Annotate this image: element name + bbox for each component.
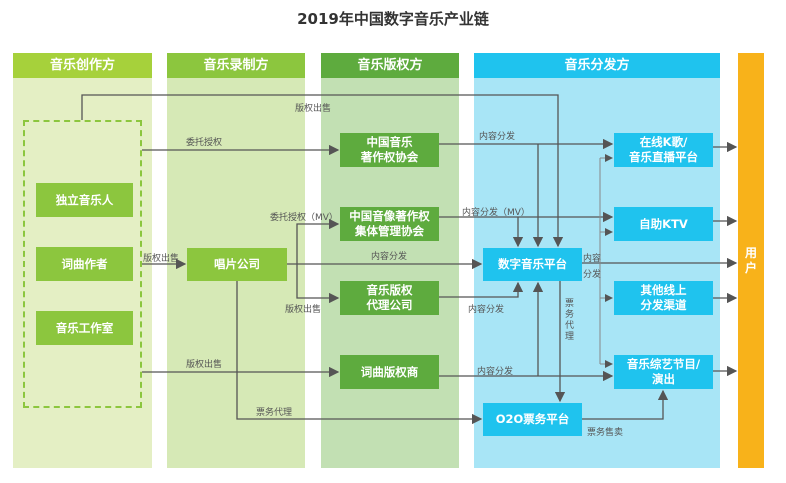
node-other-online-channels: 其他线上 分发渠道 bbox=[614, 281, 713, 315]
node-variety-shows: 音乐综艺节目/ 演出 bbox=[614, 355, 713, 389]
edge-label: 版权出售 bbox=[186, 360, 223, 370]
diagram-title: 2019年中国数字音乐产业链 bbox=[297, 10, 489, 28]
column-header-distribution: 音乐分发方 bbox=[474, 53, 720, 78]
edge-label: 委托授权 bbox=[186, 138, 223, 148]
edge-label: 内容分发 bbox=[371, 252, 408, 262]
edge-label: 内容分发 bbox=[468, 305, 505, 315]
node-o2o-ticketing: O2O票务平台 bbox=[483, 403, 582, 436]
edge-label: 版权出售 bbox=[285, 305, 322, 315]
node-independent-musician: 独立音乐人 bbox=[36, 183, 133, 217]
column-header-rights: 音乐版权方 bbox=[321, 53, 459, 78]
node-online-karaoke: 在线K歌/ 音乐直播平台 bbox=[614, 133, 713, 167]
edge-label: 内容 bbox=[583, 254, 602, 264]
edge-label: 版权出售 bbox=[143, 254, 180, 264]
node-publisher: 词曲版权商 bbox=[340, 355, 439, 389]
edge-label: 票务代理 bbox=[256, 408, 293, 418]
node-rights-agency: 音乐版权 代理公司 bbox=[340, 281, 439, 315]
edge-label: 内容分发 bbox=[477, 367, 514, 377]
column-rights bbox=[321, 53, 459, 468]
edge-label: 内容分发（MV） bbox=[462, 208, 530, 218]
node-mcsc: 中国音乐 著作权协会 bbox=[340, 133, 439, 167]
creators-group bbox=[23, 120, 142, 408]
node-digital-music-platform: 数字音乐平台 bbox=[483, 248, 582, 281]
node-self-service-ktv: 自助KTV bbox=[614, 207, 713, 241]
edge-label: 分发 bbox=[583, 270, 602, 280]
edge-label: 内容分发 bbox=[479, 132, 516, 142]
edge-label: 票务售卖 bbox=[587, 428, 624, 438]
edge-label: 版权出售 bbox=[295, 104, 332, 114]
node-record-label: 唱片公司 bbox=[187, 248, 287, 281]
edge-label: 委托授权（MV） bbox=[270, 213, 338, 223]
node-music-studio: 音乐工作室 bbox=[36, 311, 133, 345]
users-bar: 用户 bbox=[738, 53, 764, 468]
column-header-recording: 音乐录制方 bbox=[167, 53, 305, 78]
node-songwriter: 词曲作者 bbox=[36, 247, 133, 281]
node-cavca: 中国音像著作权 集体管理协会 bbox=[340, 207, 439, 241]
column-header-creation: 音乐创作方 bbox=[13, 53, 152, 78]
edge-label: 票 务 代 理 bbox=[565, 299, 575, 342]
